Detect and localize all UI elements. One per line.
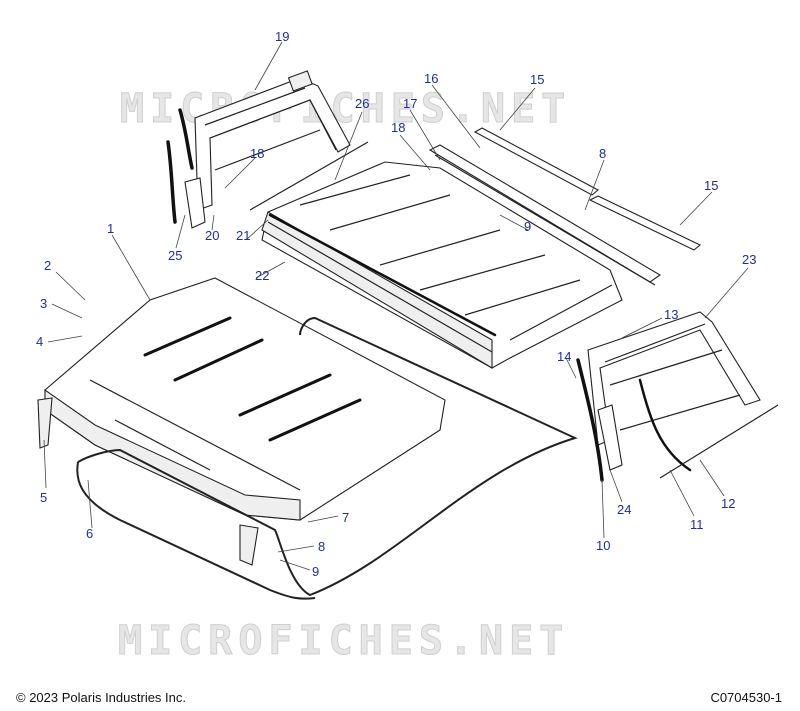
seal-part-12 <box>638 378 692 472</box>
callout-3: 3 <box>40 296 47 311</box>
copyright-text: © 2023 Polaris Industries Inc. <box>16 690 186 705</box>
callout-9-lower: 9 <box>312 564 319 579</box>
diagram-part-number: C0704530-1 <box>710 690 782 705</box>
callout-12: 12 <box>721 496 735 511</box>
rod-part-21 <box>249 141 369 211</box>
callout-16: 16 <box>424 71 438 86</box>
callout-15-lower: 15 <box>704 178 718 193</box>
callout-11: 11 <box>690 517 704 532</box>
callout-17: 17 <box>403 96 417 111</box>
trim-part-5 <box>37 397 53 449</box>
rear-frame-part-19 <box>194 70 351 211</box>
callout-8-upper: 8 <box>599 146 606 161</box>
watermark-bottom: MICROFICHES.NET <box>118 618 569 664</box>
callout-14: 14 <box>557 349 571 364</box>
bracket-part-25 <box>184 177 206 229</box>
callout-22: 22 <box>255 268 269 283</box>
callout-labels: 19 26 16 15 17 18 18 8 15 9 21 20 25 1 2… <box>36 29 756 579</box>
callout-7: 7 <box>342 510 349 525</box>
callout-24: 24 <box>617 502 631 517</box>
callout-13: 13 <box>664 307 678 322</box>
callout-19: 19 <box>275 29 289 44</box>
seal-part-6-lower <box>76 461 316 600</box>
callout-15-upper: 15 <box>530 72 544 87</box>
callout-6: 6 <box>86 526 93 541</box>
rail-part-17 <box>428 144 662 286</box>
strip-part-15-lower <box>588 195 702 251</box>
watermark-top: MICROFICHES.NET <box>120 86 571 132</box>
callout-18-right: 18 <box>391 120 405 135</box>
callout-1: 1 <box>107 221 114 236</box>
callout-25: 25 <box>168 248 182 263</box>
strip-part-15-upper <box>473 127 599 196</box>
callout-10: 10 <box>596 538 610 553</box>
callout-23: 23 <box>742 252 756 267</box>
rod-part-11 <box>659 404 779 479</box>
callout-2: 2 <box>44 258 51 273</box>
seal-part-6 <box>77 316 578 597</box>
bracket-part-24 <box>597 404 623 471</box>
trim-part-5b <box>239 524 259 566</box>
leader-lines <box>43 41 749 571</box>
callout-9-upper: 9 <box>524 219 531 234</box>
callout-8-lower: 8 <box>318 539 325 554</box>
callout-5: 5 <box>40 490 47 505</box>
callout-20: 20 <box>205 228 219 243</box>
rear-roof-panel-part-26 <box>261 161 623 369</box>
seal-part-25 <box>166 108 194 224</box>
callout-4: 4 <box>36 334 43 349</box>
callout-26: 26 <box>355 96 369 111</box>
seal-part-10 <box>576 358 604 482</box>
front-roof-panel-part-1 <box>44 277 446 521</box>
callout-21: 21 <box>236 228 250 243</box>
callout-18-left: 18 <box>250 146 264 161</box>
